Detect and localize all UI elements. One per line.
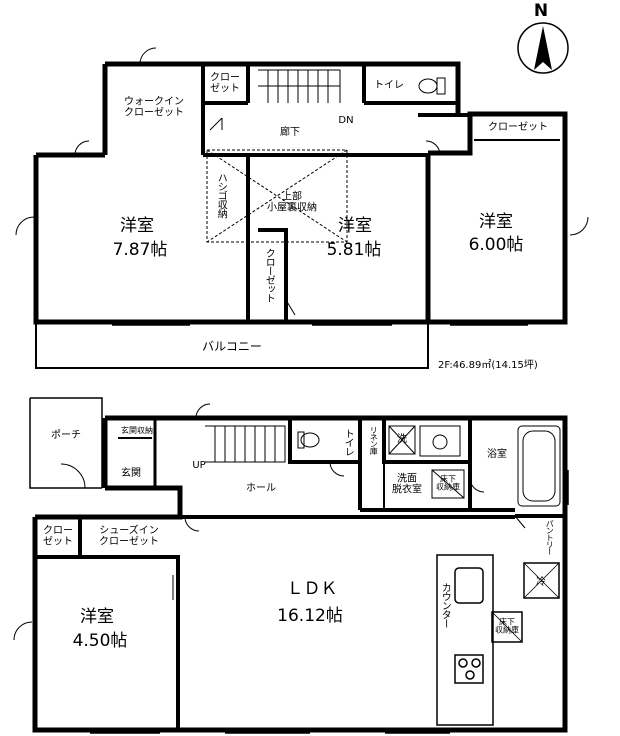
shoes-closet-label: シューズイン クローゼット — [99, 525, 159, 547]
hallway-label: 廊下 — [280, 126, 300, 138]
room-a-size: 7.87帖 — [112, 240, 168, 261]
floor-2-walls — [33, 61, 568, 369]
up-label: UP — [192, 459, 206, 471]
counter-label: カウンター — [439, 582, 451, 628]
fridge-label: 冷 — [536, 576, 546, 588]
ldk-size: 16.12帖 — [277, 606, 343, 627]
attic-outline — [206, 149, 348, 243]
room-c-name: 洋室 — [479, 212, 513, 233]
entrance-label: 玄関 — [121, 467, 141, 479]
wash-label: 洗 — [397, 433, 407, 445]
hall-label: ホール — [246, 482, 276, 494]
bathroom-fixtures — [297, 425, 561, 507]
ladder-storage-label: ハシゴ収納 — [215, 172, 227, 218]
closet-right-label: クローゼット — [488, 121, 548, 133]
stairs-2f — [258, 69, 341, 103]
room-b-size: 5.81帖 — [326, 240, 382, 261]
washroom-label: 洗面 脱衣室 — [392, 473, 422, 495]
north-label: N — [533, 1, 549, 22]
closet-top-label: クロー ゼット — [210, 72, 240, 94]
walk-in-closet-label: ウォークイン クローゼット — [124, 96, 184, 118]
toilet-2f-label: トイレ — [374, 79, 404, 91]
floor-1-walls — [29, 397, 569, 734]
room-c-size: 6.00帖 — [468, 235, 524, 256]
doors-1f — [13, 403, 526, 641]
underfloor-a-label: 床下 収納庫 — [436, 474, 460, 492]
closet-mid-label: クローゼット — [263, 248, 275, 302]
entrance-storage-label: 玄関収納 — [121, 425, 153, 435]
doors-2f — [15, 47, 589, 316]
room-b-name: 洋室 — [338, 216, 372, 237]
linen-label: リネン庫 — [369, 426, 379, 454]
kitchen-counter — [436, 554, 560, 726]
stairs-1f — [205, 425, 286, 463]
porch-label: ポーチ — [51, 429, 81, 441]
pantry-label: パントリー — [545, 519, 555, 555]
toilet-fixture-2f — [418, 77, 446, 95]
balcony-label: バルコニー — [202, 339, 262, 354]
room-a-name: 洋室 — [120, 216, 154, 237]
compass-icon — [517, 22, 569, 74]
room-1f-name: 洋室 — [80, 607, 114, 628]
ldk-name: ＬＤＫ — [286, 579, 338, 600]
bath-label: 浴室 — [487, 448, 507, 460]
toilet-1f-label: トイレ — [342, 428, 354, 456]
dn-label: DN — [338, 114, 354, 126]
underfloor-b-label: 床下 収納庫 — [495, 617, 519, 635]
attic-storage-label: 上部 小屋裏収納 — [267, 191, 317, 213]
floor2-area-label: 2F:46.89㎡(14.15坪) — [438, 360, 538, 371]
closet-1f-label: クロー ゼット — [43, 525, 73, 547]
room-1f-size: 4.50帖 — [72, 631, 128, 652]
